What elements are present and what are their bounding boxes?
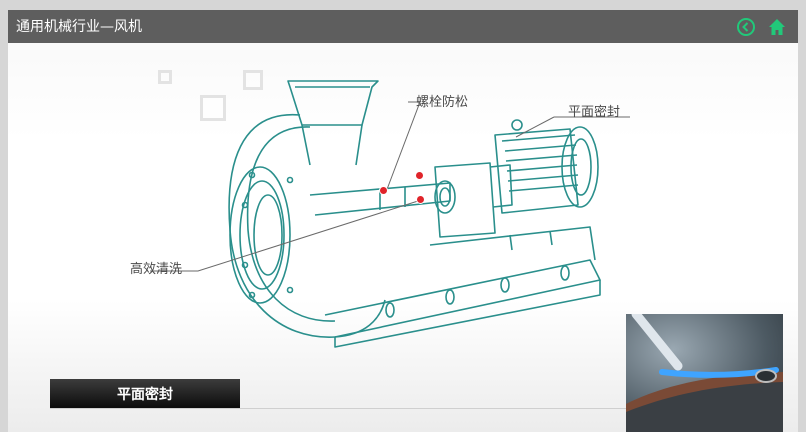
callout-label-seal[interactable]: 平面密封	[568, 105, 621, 120]
deco-square	[200, 95, 226, 121]
hotspot-dot[interactable]	[415, 171, 424, 180]
home-icon	[769, 19, 785, 35]
title-bar: 通用机械行业—风机	[8, 10, 798, 43]
back-button[interactable]	[735, 16, 757, 38]
hotspot-dot[interactable]	[379, 186, 388, 195]
top-strip	[0, 0, 806, 10]
deco-square	[243, 70, 263, 90]
hotspot-dot[interactable]	[416, 195, 425, 204]
deco-square	[158, 70, 172, 84]
section-title-badge: 平面密封	[50, 379, 240, 408]
sealant-photo[interactable]	[626, 314, 783, 432]
page-title: 通用机械行业—风机	[16, 19, 142, 35]
section-divider	[50, 408, 626, 409]
callout-label-bolt[interactable]: 螺栓防松	[416, 95, 469, 110]
callout-label-clean[interactable]: 高效清洗	[130, 262, 183, 277]
back-circle-icon	[737, 18, 755, 36]
sealant-photo-art	[626, 314, 783, 432]
home-button[interactable]	[766, 16, 788, 38]
fan-diagram	[150, 80, 630, 348]
